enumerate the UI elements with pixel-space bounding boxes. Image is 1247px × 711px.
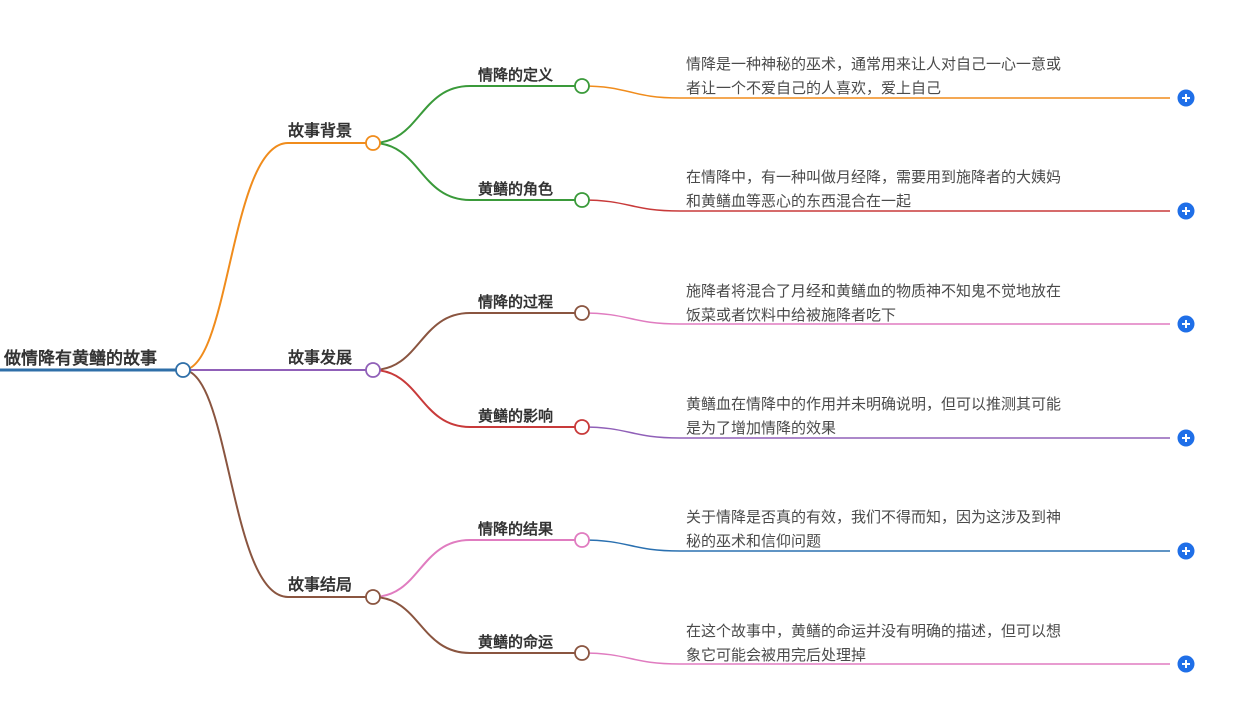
branch-label-ending[interactable]: 故事结局 xyxy=(288,575,352,594)
plus-circle-icon[interactable] xyxy=(1177,655,1195,673)
sub-label-impact[interactable]: 黄鳝的影响 xyxy=(478,407,553,425)
edge-ending-result xyxy=(372,539,582,598)
leaf-text-definition: 情降是一种神秘的巫术，通常用来让人对自己一心一意或 者让一个不爱自己的人喜欢，爱… xyxy=(686,55,1066,97)
branch-toggle-development[interactable] xyxy=(365,362,381,378)
leaf-text-role: 在情降中，有一种叫做月经降，需要用到施降者的大姨妈 和黄鳝血等恶心的东西混合在一… xyxy=(686,168,1066,210)
edge-background-definition xyxy=(372,85,582,144)
sub-toggle-definition[interactable] xyxy=(574,78,590,94)
edge-result-leaf xyxy=(581,539,1170,552)
sub-toggle-impact[interactable] xyxy=(574,419,590,435)
edge-background-role xyxy=(372,142,582,201)
root-label[interactable]: 做情降有黄鳝的故事 xyxy=(3,348,157,369)
edge-impact-leaf xyxy=(581,426,1170,439)
branch-label-development[interactable]: 故事发展 xyxy=(288,348,353,367)
edge-root-ending xyxy=(182,369,373,598)
plus-circle-icon[interactable] xyxy=(1177,542,1195,560)
sub-label-result[interactable]: 情降的结果 xyxy=(478,520,554,538)
edge-process-leaf xyxy=(581,312,1170,325)
sub-toggle-result[interactable] xyxy=(574,532,590,548)
root-collapse-toggle[interactable] xyxy=(175,362,191,378)
branch-toggle-ending[interactable] xyxy=(365,589,381,605)
edge-definition-leaf xyxy=(581,85,1170,99)
plus-circle-icon[interactable] xyxy=(1177,315,1195,333)
plus-circle-icon[interactable] xyxy=(1177,202,1195,220)
branch-label-background[interactable]: 故事背景 xyxy=(288,121,352,140)
edge-role-leaf xyxy=(581,199,1170,212)
leaf-text-fate: 在这个故事中，黄鳝的命运并没有明确的描述，但可以想 象它可能会被用完后处理掉 xyxy=(686,622,1066,664)
plus-circle-icon[interactable] xyxy=(1177,429,1195,447)
edge-fate-leaf xyxy=(581,652,1170,665)
sub-label-role[interactable]: 黄鳝的角色 xyxy=(478,180,553,198)
sub-toggle-fate[interactable] xyxy=(574,645,590,661)
edge-ending-fate xyxy=(372,596,582,654)
edge-development-process xyxy=(372,312,582,371)
edge-development-impact xyxy=(372,369,582,428)
sub-label-fate[interactable]: 黄鳝的命运 xyxy=(478,633,553,651)
sub-label-definition[interactable]: 情降的定义 xyxy=(478,66,553,84)
plus-circle-icon[interactable] xyxy=(1177,89,1195,107)
sub-toggle-role[interactable] xyxy=(574,192,590,208)
leaf-text-process: 施降者将混合了月经和黄鳝血的物质神不知鬼不觉地放在 饭菜或者饮料中给被施降者吃下 xyxy=(686,282,1066,324)
branch-toggle-background[interactable] xyxy=(365,135,381,151)
leaf-text-impact: 黄鳝血在情降中的作用并未明确说明，但可以推测其可能 是为了增加情降的效果 xyxy=(686,395,1066,437)
edge-root-background xyxy=(182,142,373,371)
sub-label-process[interactable]: 情降的过程 xyxy=(478,293,553,311)
leaf-text-result: 关于情降是否真的有效，我们不得而知，因为这涉及到神 秘的巫术和信仰问题 xyxy=(686,508,1066,550)
sub-toggle-process[interactable] xyxy=(574,305,590,321)
